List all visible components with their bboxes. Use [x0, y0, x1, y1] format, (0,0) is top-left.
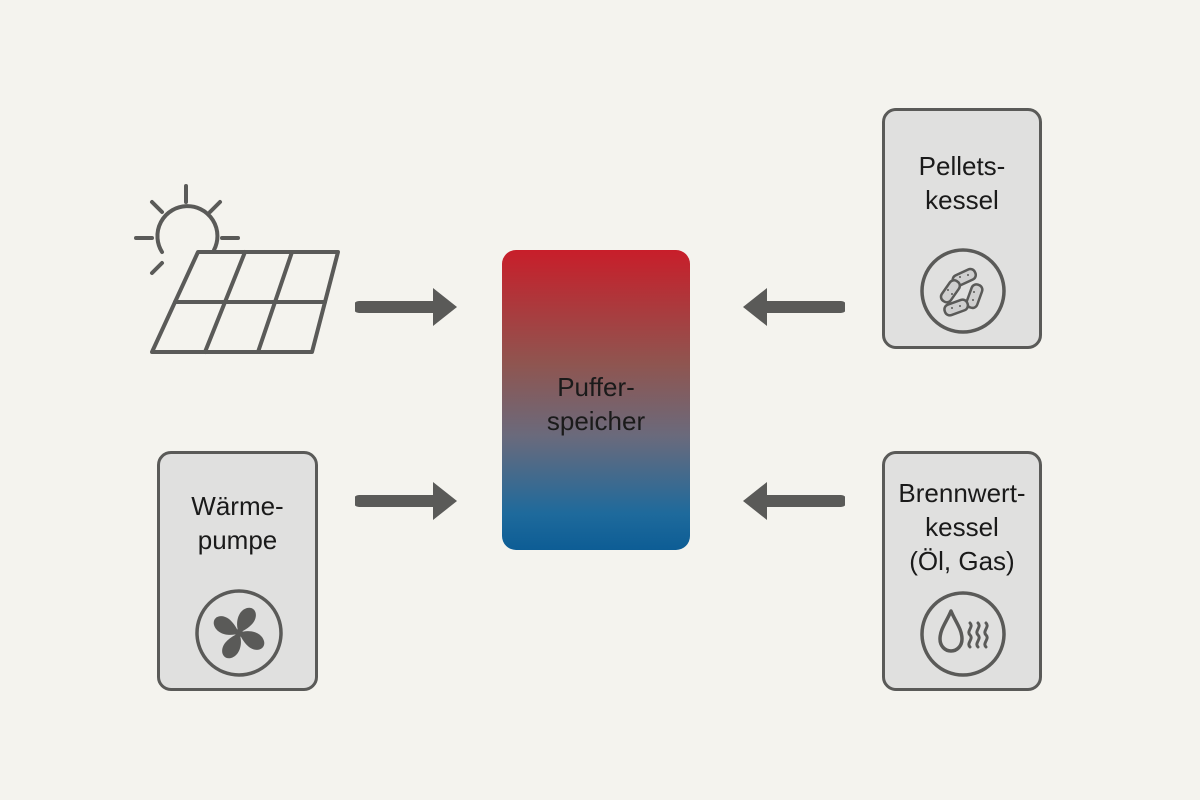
pellets-boiler-label: Pellets- kessel [918, 151, 1006, 215]
oil-gas-icon [920, 591, 1006, 677]
solar-panel-icon [134, 184, 340, 354]
arrow-right-icon [355, 482, 457, 520]
heat-pump-label: Wärme- pumpe [191, 491, 284, 555]
buffer-tank: Puffer- speicher [502, 250, 690, 550]
condensing-boiler-card: Brennwert- kessel (Öl, Gas) [882, 451, 1042, 691]
pellets-boiler-card: Pellets- kessel [882, 108, 1042, 349]
fan-icon [195, 589, 283, 677]
buffer-tank-label: Puffer- speicher [546, 372, 646, 436]
pellets-icon [920, 248, 1006, 334]
arrow-left-icon [743, 288, 845, 326]
heat-pump-card: Wärme- pumpe [157, 451, 318, 691]
arrow-left-icon [743, 482, 845, 520]
arrow-right-icon [355, 288, 457, 326]
condensing-boiler-label: Brennwert- kessel (Öl, Gas) [898, 478, 1026, 576]
